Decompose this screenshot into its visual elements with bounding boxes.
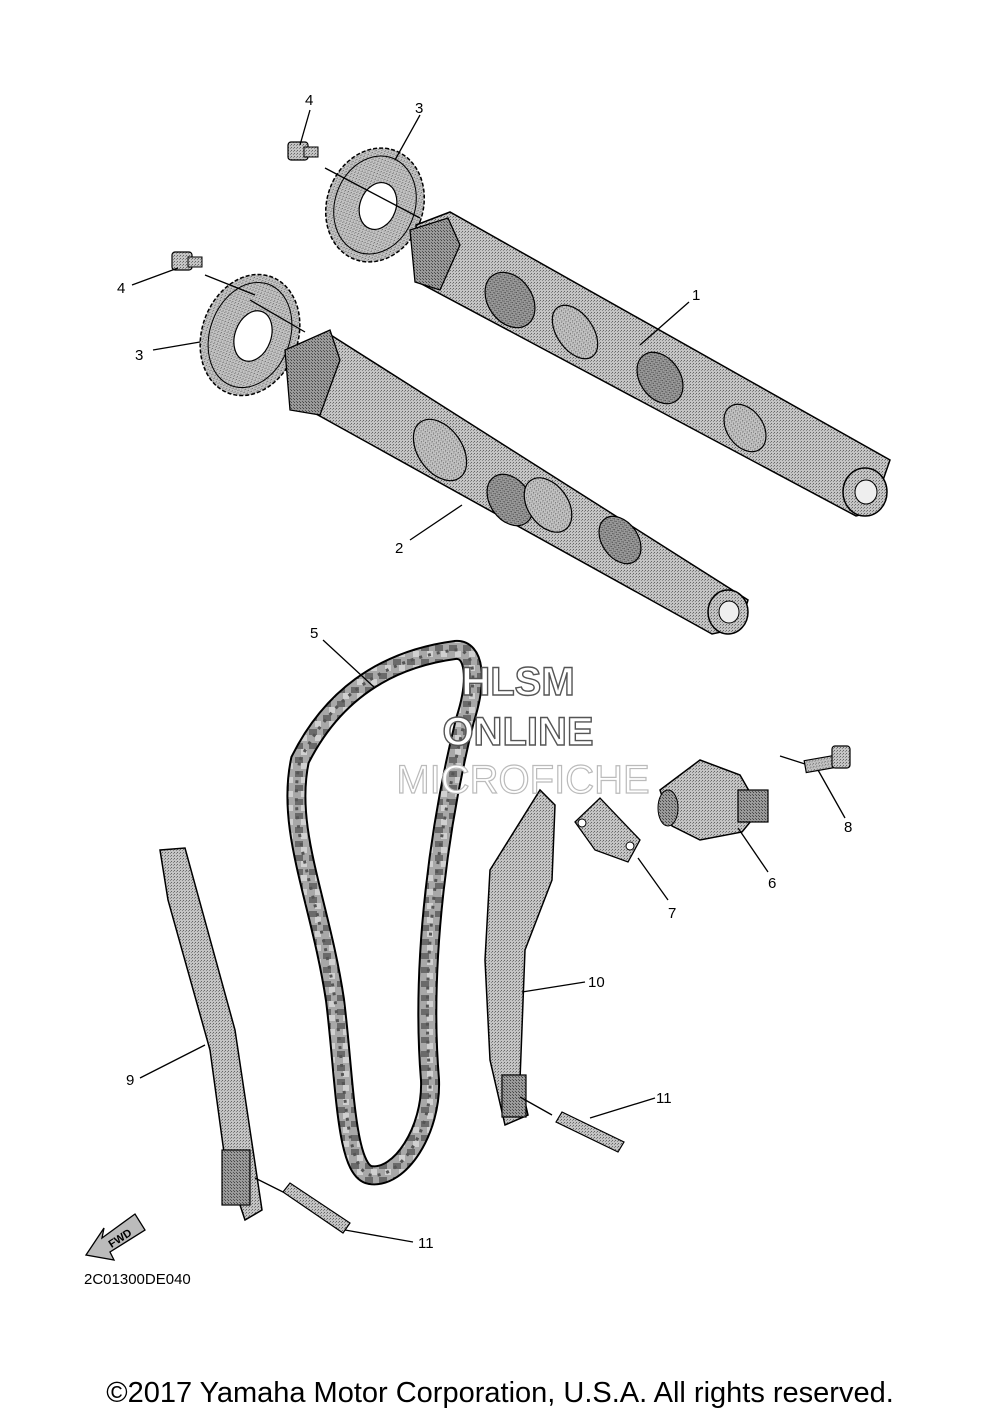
sprocket-bolt-upper xyxy=(287,141,319,161)
callout-3-upper: 3 xyxy=(415,100,423,117)
callout-4-lower: 4 xyxy=(117,280,125,297)
chain-tensioner xyxy=(657,759,769,841)
callout-7: 7 xyxy=(668,905,676,922)
tensioner-bolt xyxy=(803,745,851,774)
callout-8: 8 xyxy=(844,819,852,836)
camshaft-1 xyxy=(409,211,891,517)
callout-11-right: 11 xyxy=(656,1090,672,1107)
watermark-line-3: MICROFICHE xyxy=(396,758,649,802)
guide-pin-a xyxy=(555,1111,625,1153)
watermark: HLSM ONLINE MICROFICHE xyxy=(396,659,651,802)
watermark-line-1: HLSM xyxy=(461,660,574,704)
guide-pin-b xyxy=(282,1182,351,1234)
sprocket-bolt-lower xyxy=(171,251,203,271)
callout-5: 5 xyxy=(310,625,318,642)
cam-sprocket-upper xyxy=(324,147,426,263)
leader-lines xyxy=(131,109,846,1243)
diagram-code: 2C01300DE040 xyxy=(84,1271,191,1288)
watermark-line-2: ONLINE xyxy=(442,710,593,754)
callout-11-left: 11 xyxy=(418,1235,434,1252)
callout-6: 6 xyxy=(768,875,776,892)
callout-4-upper: 4 xyxy=(305,92,313,109)
fwd-arrow-icon: FWD xyxy=(84,1213,146,1261)
chain-guide-9 xyxy=(159,847,263,1222)
callout-labels: 1 2 3 3 4 4 5 6 7 8 9 10 11 11 xyxy=(117,92,852,1252)
callout-2: 2 xyxy=(395,540,403,557)
tensioner-gasket xyxy=(574,797,641,863)
copyright-notice: ©2017 Yamaha Motor Corporation, U.S.A. A… xyxy=(106,1377,894,1409)
chain-guide-10 xyxy=(484,788,556,1127)
callout-9: 9 xyxy=(126,1072,134,1089)
camshaft-2 xyxy=(284,329,749,635)
callout-3-lower: 3 xyxy=(135,347,143,364)
timing-chain xyxy=(286,640,483,1186)
callout-1: 1 xyxy=(692,287,700,304)
callout-10: 10 xyxy=(588,974,605,991)
